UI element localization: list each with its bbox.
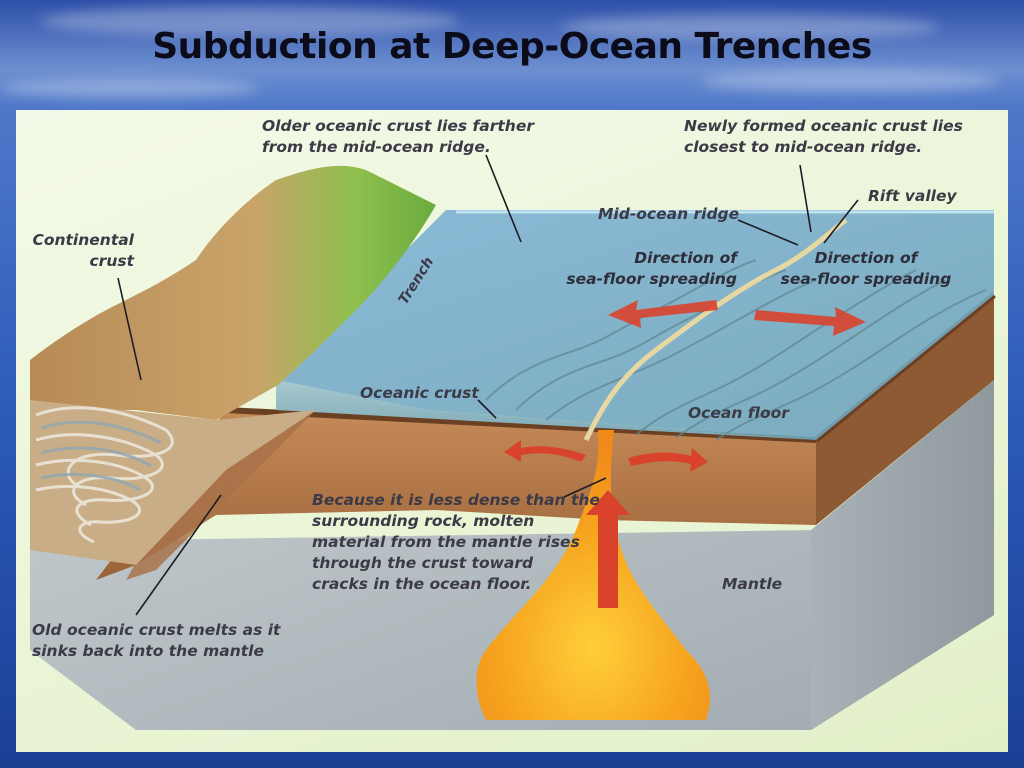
- sea-floor-ridges: [485, 259, 987, 441]
- continental-landmass: [30, 165, 436, 420]
- crust-right-face: [816, 295, 994, 525]
- label-spreading-right: Direction of sea-floor spreading: [780, 249, 952, 288]
- slide-title: Subduction at Deep-Ocean Trenches: [152, 26, 872, 67]
- background-cloud: [700, 70, 1000, 92]
- spreading-arrow-left: [608, 300, 718, 328]
- ocean-water-front: [276, 380, 816, 440]
- convection-arrow-right: [628, 448, 708, 472]
- convection-arrow-left: [504, 440, 586, 462]
- magma-plume: [476, 430, 710, 720]
- background-cloud: [40, 6, 460, 36]
- label-older-crust: Older oceanic crust lies farther from th…: [262, 117, 534, 156]
- label-rift-valley: Rift valley: [868, 187, 957, 205]
- label-continental-crust: Continental crust: [32, 231, 134, 270]
- label-old-crust-melts: Old oceanic crust melts as it sinks back…: [32, 621, 281, 660]
- magma-rising-arrow: [586, 490, 630, 608]
- spreading-arrow-right: [754, 307, 866, 336]
- plate-tectonics-illustration: [30, 154, 996, 730]
- background-cloud: [560, 14, 940, 40]
- oceanic-crust-layer: [96, 410, 816, 580]
- label-oceanic-crust: Oceanic crust: [360, 384, 479, 402]
- label-newer-crust: Newly formed oceanic crust lies closest …: [684, 117, 963, 156]
- label-ocean-floor: Ocean floor: [688, 404, 789, 422]
- background-cloud: [0, 78, 260, 98]
- label-leader-lines: [117, 154, 859, 616]
- label-magma-note: Because it is less dense than the surrou…: [312, 491, 600, 593]
- folded-rock-layers-blue: [40, 420, 162, 492]
- folded-rock-layers: [35, 406, 174, 544]
- label-mid-ocean-ridge: Mid-ocean ridge: [598, 205, 740, 223]
- continental-crust-front: [30, 400, 316, 565]
- label-spreading-left: Direction of sea-floor spreading: [566, 249, 737, 288]
- crust-top-edge: [225, 407, 817, 443]
- mantle: [30, 380, 994, 730]
- diagram-panel: Older oceanic crust lies farther from th…: [16, 110, 1008, 752]
- block-right-face: [811, 380, 994, 730]
- label-mantle: Mantle: [722, 575, 783, 593]
